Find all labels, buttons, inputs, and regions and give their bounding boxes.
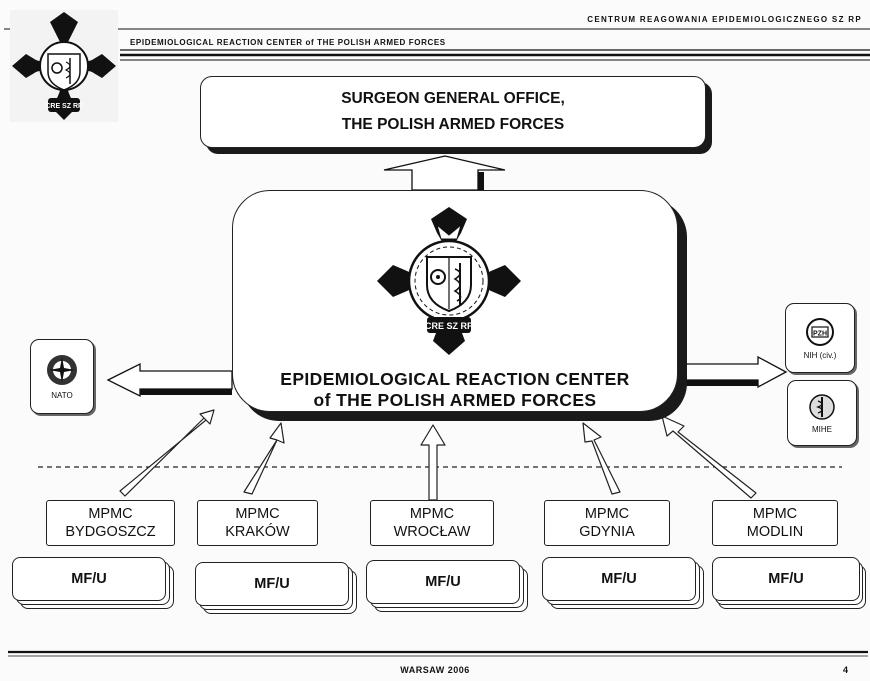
pzh-logo-text: PZH xyxy=(813,330,827,337)
mfu-stack-krakow: MF/U xyxy=(195,562,359,614)
reaction-center-line2: of THE POLISH ARMED FORCES xyxy=(313,390,597,410)
mpmc-label: MPMC xyxy=(235,506,280,522)
header-title-polish: CENTRUM REAGOWANIA EPIDEMIOLOGICZNEGO SZ… xyxy=(587,15,862,24)
footer-place: WARSAW 2006 xyxy=(400,665,470,675)
mihe-label: MIHE xyxy=(812,424,832,434)
mpmc-label: MPMC xyxy=(409,506,455,522)
mihe-box: MIHE xyxy=(787,380,857,446)
nih-box: PZH NIH (civ.) xyxy=(785,303,855,373)
mpmc-label: MPMC xyxy=(752,506,798,522)
mfu-label: MF/U xyxy=(195,562,349,606)
mpmc-modlin-box: MPMC MODLIN xyxy=(712,500,838,546)
mfu-label: MF/U xyxy=(712,557,860,601)
mpmc-city: WROCŁAW xyxy=(393,524,471,540)
mfu-label: MF/U xyxy=(542,557,696,601)
mpmc-label: MPMC xyxy=(584,506,630,522)
mpmc-city: BYDGOSZCZ xyxy=(65,524,156,540)
nato-box: NATO xyxy=(30,339,94,414)
mpmc-city: KRAKÓW xyxy=(225,524,290,540)
surgeon-general-office-box: SURGEON GENERAL OFFICE, THE POLISH ARMED… xyxy=(200,76,706,148)
mfu-label: MF/U xyxy=(366,560,520,604)
mfu-stack-modlin: MF/U xyxy=(712,557,868,609)
nih-label: NIH (civ.) xyxy=(803,350,837,360)
header-emblem-text: CRE SZ RP xyxy=(45,103,83,110)
reaction-center-line1: EPIDEMIOLOGICAL REACTION CENTER xyxy=(280,369,630,389)
mfu-stack-gdynia: MF/U xyxy=(542,557,706,609)
nato-label: NATO xyxy=(51,391,73,400)
surgeon-office-line2: THE POLISH ARMED FORCES xyxy=(341,116,565,133)
pzh-logo-icon: PZH xyxy=(806,317,834,346)
page-number: 4 xyxy=(842,665,848,675)
reaction-center-box: CRE SZ RP EPIDEMIOLOGICAL REACTION CENTE… xyxy=(232,190,678,412)
mfu-stack-wroclaw: MF/U xyxy=(366,560,530,612)
mpmc-gdynia-box: MPMC GDYNIA xyxy=(544,500,670,546)
mfu-label: MF/U xyxy=(12,557,166,601)
mihe-logo-icon xyxy=(809,393,835,420)
mfu-stack-bydgoszcz: MF/U xyxy=(12,557,176,609)
nato-logo-icon xyxy=(47,355,77,385)
reaction-center-title: EPIDEMIOLOGICAL REACTION CENTER of THE P… xyxy=(233,369,677,411)
mpmc-wroclaw-box: MPMC WROCŁAW xyxy=(370,500,494,546)
mpmc-krakow-box: MPMC KRAKÓW xyxy=(197,500,318,546)
mpmc-city: MODLIN xyxy=(746,524,804,540)
header-emblem-icon: CRE SZ RP xyxy=(10,10,118,122)
mpmc-label: MPMC xyxy=(88,506,133,522)
surgeon-office-line1: SURGEON GENERAL OFFICE, xyxy=(341,90,565,107)
emblem-banner-text: CRE SZ RP xyxy=(425,321,473,331)
mpmc-bydgoszcz-box: MPMC BYDGOSZCZ xyxy=(46,500,175,546)
header-subtitle: EPIDEMIOLOGICAL REACTION CENTER of THE P… xyxy=(130,38,446,47)
mpmc-city: GDYNIA xyxy=(579,524,635,540)
military-medical-emblem-icon: CRE SZ RP xyxy=(377,207,521,355)
